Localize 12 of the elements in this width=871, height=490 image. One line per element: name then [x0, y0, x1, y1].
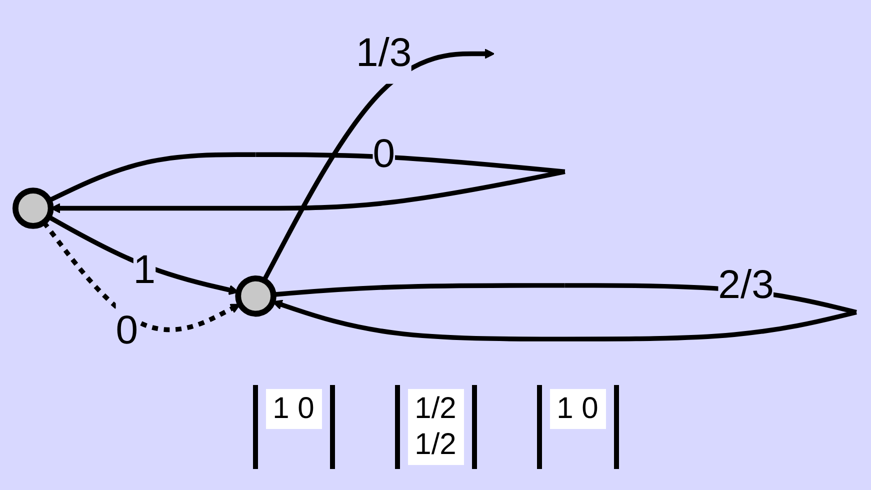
edge-label: 0	[372, 132, 394, 177]
vector-text: 1 0	[550, 389, 606, 429]
arrow	[261, 48, 494, 282]
edge-label: 1/3	[355, 31, 412, 76]
edge-label: 2/3	[718, 262, 774, 308]
edge-label: 0	[115, 308, 138, 354]
node-circle	[12, 188, 54, 230]
vector-text: 1/2 1/2	[408, 389, 464, 465]
vector-text: 1 0	[266, 389, 322, 429]
arrow	[41, 221, 240, 332]
node-circle	[234, 276, 276, 317]
edge-label: 1	[132, 248, 156, 292]
